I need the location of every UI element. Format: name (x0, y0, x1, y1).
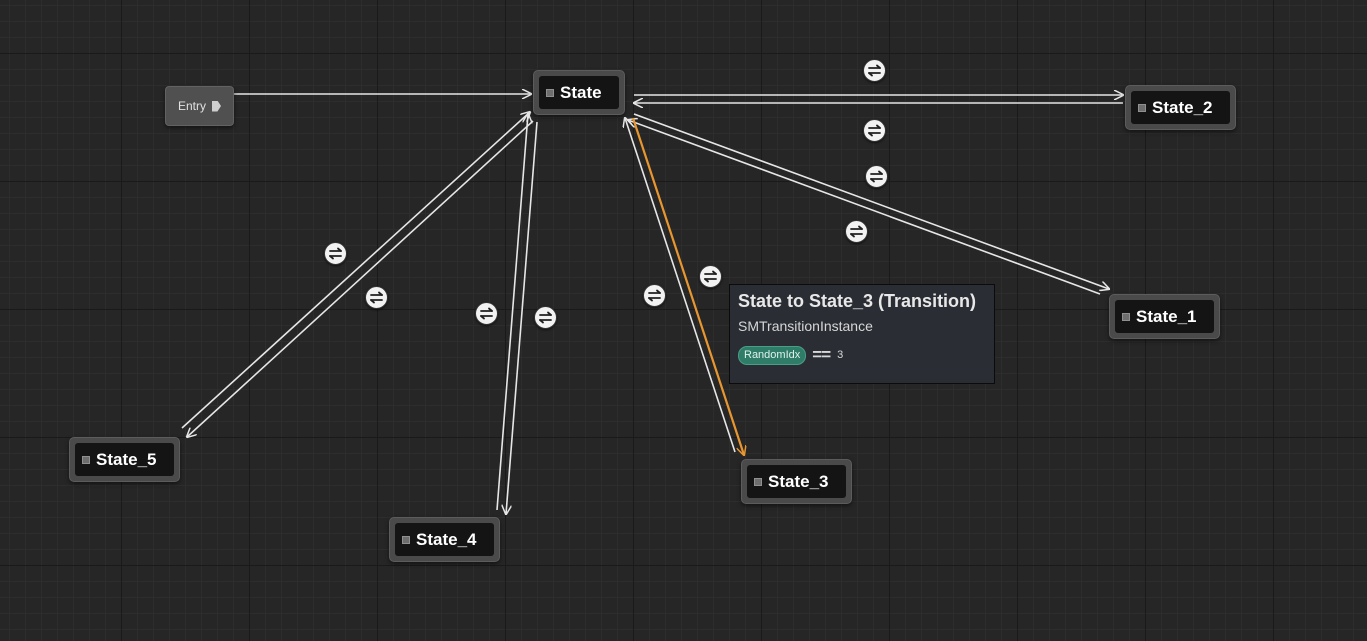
state-node-icon (754, 477, 762, 486)
wire-state-to-state1[interactable] (633, 113, 1109, 289)
state-node-icon (1138, 103, 1146, 112)
state-node-1[interactable]: State_1 (1109, 294, 1220, 339)
double-arrow-icon[interactable] (475, 302, 498, 325)
double-arrow-icon[interactable] (699, 265, 722, 288)
wire-state-to-state5[interactable] (187, 120, 534, 437)
state-label: State_5 (96, 449, 157, 469)
state-node-2[interactable]: State_2 (1125, 85, 1236, 130)
double-arrow-icon[interactable] (365, 286, 388, 309)
state-node-icon (82, 455, 90, 464)
exec-pin-icon[interactable] (212, 100, 221, 112)
state-node-4[interactable]: State_4 (389, 517, 500, 562)
double-arrow-icon[interactable] (534, 306, 557, 329)
double-arrow-icon[interactable] (865, 165, 888, 188)
state-label: State (560, 82, 602, 102)
double-arrow-icon[interactable] (643, 284, 666, 307)
variable-pill: RandomIdx (738, 345, 807, 365)
state-node-5[interactable]: State_5 (69, 437, 180, 482)
entry-node[interactable]: Entry (165, 86, 234, 126)
equals-operator: == (812, 345, 831, 364)
wire-state4-to-state[interactable] (496, 114, 528, 511)
state-label: State_2 (1152, 97, 1213, 117)
double-arrow-icon[interactable] (863, 119, 886, 142)
state-node-3[interactable]: State_3 (741, 459, 852, 504)
state-node-icon (402, 535, 410, 544)
state-node-icon (1122, 312, 1130, 321)
state-label: State_3 (768, 471, 829, 491)
wire-state3-to-state[interactable] (625, 118, 736, 453)
wire-state-to-state4[interactable] (506, 121, 538, 514)
double-arrow-icon[interactable] (324, 242, 347, 265)
tooltip-expression: RandomIdx == 3 (738, 345, 986, 365)
wire-state5-to-state[interactable] (181, 112, 530, 429)
wire-state-to-state3-selected[interactable] (631, 117, 744, 455)
transition-tooltip: State to State_3 (Transition) SMTransiti… (729, 284, 995, 384)
tooltip-title: State to State_3 (Transition) (738, 291, 977, 311)
double-arrow-icon[interactable] (863, 59, 886, 82)
state-label: State_4 (416, 529, 477, 549)
wire-state1-to-state[interactable] (628, 120, 1101, 295)
state-label: State_1 (1136, 306, 1197, 326)
state-node-icon (546, 88, 554, 97)
compare-value: 3 (837, 349, 844, 361)
state-node-center[interactable]: State (533, 70, 625, 115)
tooltip-subtitle: SMTransitionInstance (738, 318, 873, 334)
double-arrow-icon[interactable] (845, 220, 868, 243)
entry-label: Entry (177, 99, 206, 113)
